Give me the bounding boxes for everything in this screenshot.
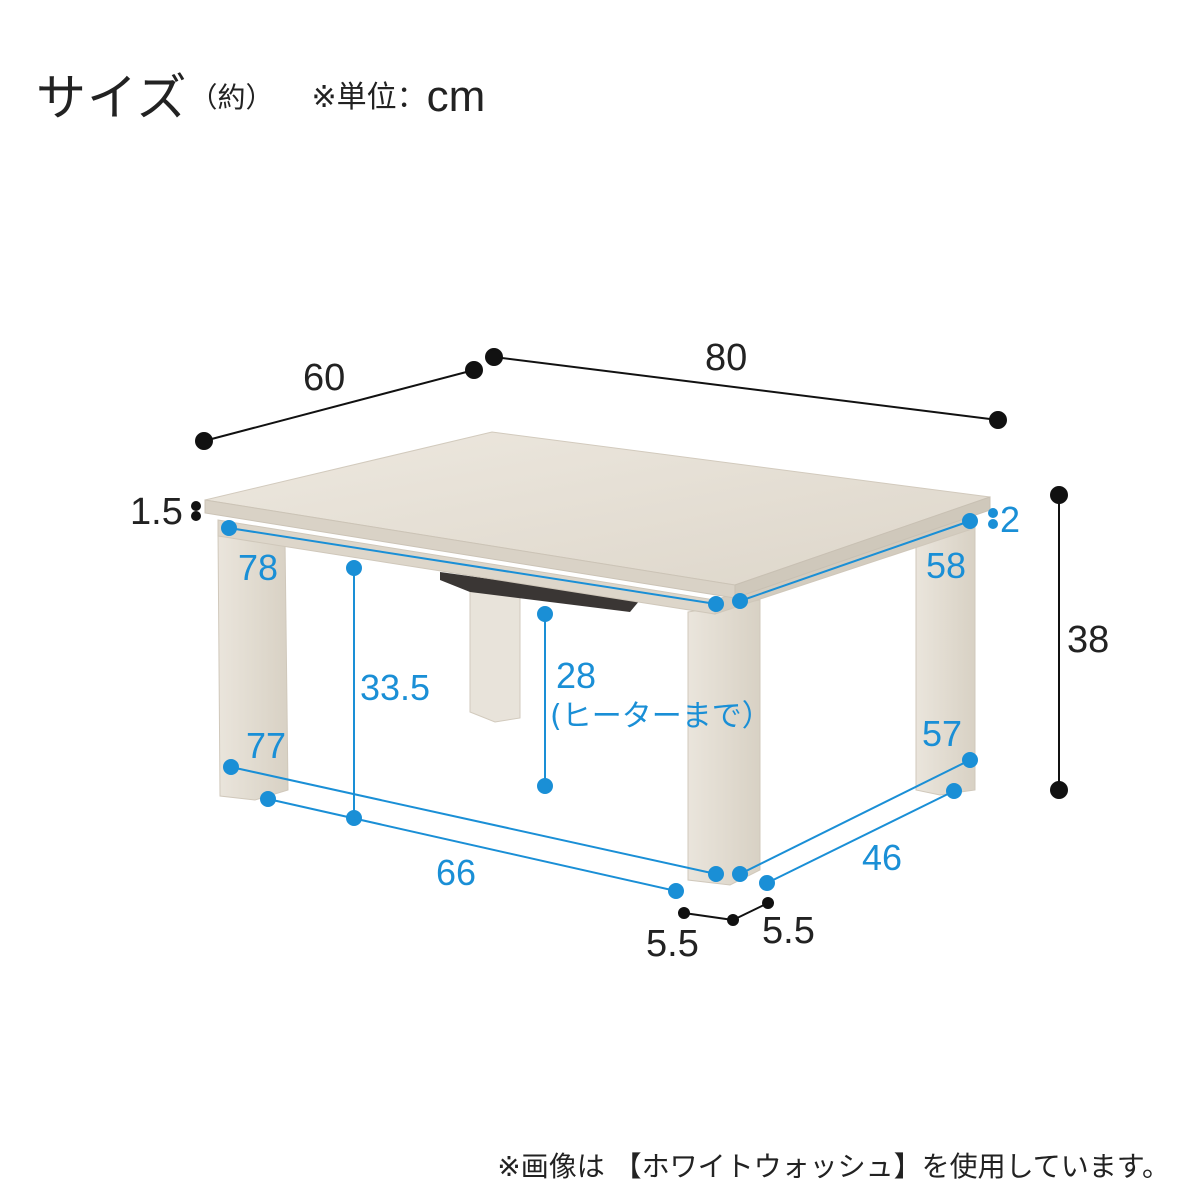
dim-dot [465, 361, 483, 379]
dim-dot [708, 866, 724, 882]
dim-dot [678, 907, 690, 919]
dim-dot [962, 752, 978, 768]
label-leg-width-a: 5.5 [646, 923, 699, 965]
dim-dot [732, 866, 748, 882]
label-leg-width-b: 5.5 [762, 910, 815, 952]
label-clearance-height: 33.5 [360, 667, 430, 708]
dim-dot [1050, 781, 1068, 799]
label-heater-height: 28 [556, 655, 596, 696]
kotatsu-table [204, 431, 991, 886]
black-dimensions [191, 348, 1068, 926]
size-title: サイズ [36, 69, 188, 127]
dim-dot [1050, 486, 1068, 504]
label-leg-span-side: 46 [862, 837, 902, 878]
label-frame-thickness: 2 [1000, 499, 1020, 540]
dim-dot [537, 778, 553, 794]
dim-dot [260, 791, 276, 807]
unit-prefix: ※単位： [311, 80, 427, 115]
label-inner-side-top: 58 [926, 545, 966, 586]
dim-dot [221, 520, 237, 536]
dim-dot [223, 759, 239, 775]
dim-dot [195, 432, 213, 450]
unit-label: ※単位：cm [311, 72, 486, 121]
label-leg-span-front: 66 [436, 852, 476, 893]
front-leg [687, 599, 761, 886]
label-top-thickness: 1.5 [130, 491, 183, 533]
dim-dot [668, 883, 684, 899]
label-height: 38 [1067, 619, 1109, 661]
dim-dot [759, 875, 775, 891]
label-width-top: 80 [705, 337, 747, 379]
image-note: ※画像は 【ホワイトウォッシュ】を使用しています。 [497, 1150, 1170, 1183]
dim-dot [346, 560, 362, 576]
label-heater-note: (ヒーターまで） [550, 699, 772, 734]
dim-dot [762, 897, 774, 909]
dim-dot [988, 519, 998, 529]
dim-dot [708, 596, 724, 612]
label-inner-front-bottom: 77 [246, 725, 286, 766]
dim-dot [191, 511, 201, 521]
label-inner-side-bottom: 57 [922, 713, 962, 754]
dim-dot [485, 348, 503, 366]
dim-dot [732, 593, 748, 609]
size-header: サイズ（約） ※単位：cm [36, 58, 485, 130]
label-inner-front-top: 78 [238, 547, 278, 588]
dim-dot [191, 501, 201, 511]
unit-value: cm [426, 72, 486, 121]
dim-dot [727, 914, 739, 926]
label-depth-top: 60 [303, 357, 345, 399]
blue-dimensions [221, 508, 998, 899]
heater-unit [440, 572, 640, 612]
dim-dot [962, 513, 978, 529]
dim-dot [537, 606, 553, 622]
approx-label: （約） [189, 81, 274, 114]
dim-dot [989, 411, 1007, 429]
back-leg [469, 587, 521, 723]
dim-dot [988, 508, 998, 518]
dim-dot [946, 783, 962, 799]
